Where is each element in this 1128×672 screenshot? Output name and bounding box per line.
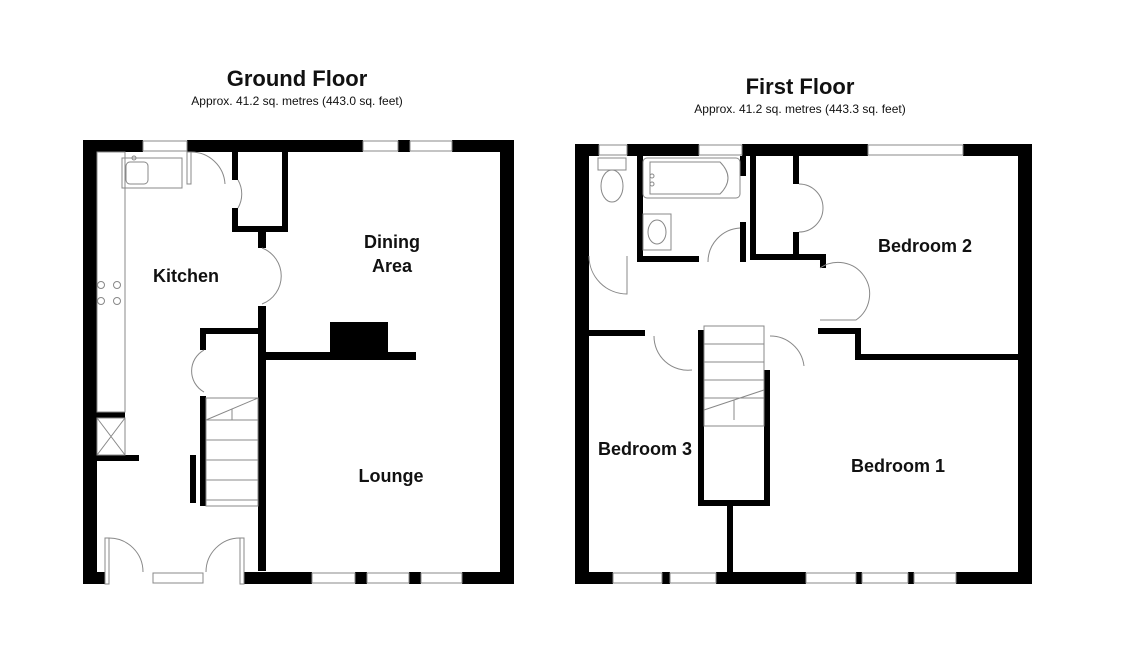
first-floor-walls xyxy=(575,144,1032,584)
ground-floor-heading: Ground Floor Approx. 41.2 sq. metres (44… xyxy=(147,66,447,108)
toilet-icon xyxy=(597,157,627,171)
basin-icon xyxy=(642,213,672,251)
dining-area-label-line1: Dining xyxy=(364,232,420,252)
lounge-label: Lounge xyxy=(359,466,424,486)
kitchen-fixtures xyxy=(96,151,183,456)
first-floor-windows xyxy=(598,144,964,584)
ground-floor-stairs xyxy=(205,397,259,507)
dining-area-label-line2: Area xyxy=(372,256,413,276)
bedroom-2-label: Bedroom 2 xyxy=(878,236,972,256)
first-floor-title: First Floor xyxy=(745,74,855,99)
bath-icon xyxy=(642,157,741,199)
ground-floor-walls xyxy=(83,140,514,584)
first-floor-labels: Bedroom 2 Bedroom 3 Bedroom 1 xyxy=(598,236,972,476)
kitchen-sink-icon xyxy=(121,157,183,189)
bathroom-fixtures xyxy=(597,157,741,251)
first-floor-heading: First Floor Approx. 41.2 sq. metres (443… xyxy=(650,74,950,116)
first-floor-stairs xyxy=(703,325,765,427)
ground-floor-title: Ground Floor xyxy=(226,66,368,91)
kitchen-label: Kitchen xyxy=(153,266,219,286)
bedroom-1-label: Bedroom 1 xyxy=(851,456,945,476)
ground-floor-doors xyxy=(104,151,282,585)
first-floor-doors xyxy=(588,183,871,371)
first-floor-area: Approx. 41.2 sq. metres (443.3 sq. feet) xyxy=(694,102,906,116)
bedroom-3-label: Bedroom 3 xyxy=(598,439,692,459)
first-floor-plan: Bedroom 2 Bedroom 3 Bedroom 1 xyxy=(575,144,1032,584)
ground-floor-windows xyxy=(142,140,463,584)
ground-floor-labels: Kitchen Dining Area Lounge xyxy=(153,232,424,486)
ground-floor-plan: Kitchen Dining Area Lounge xyxy=(83,140,514,585)
ground-floor-area: Approx. 41.2 sq. metres (443.0 sq. feet) xyxy=(191,94,403,108)
